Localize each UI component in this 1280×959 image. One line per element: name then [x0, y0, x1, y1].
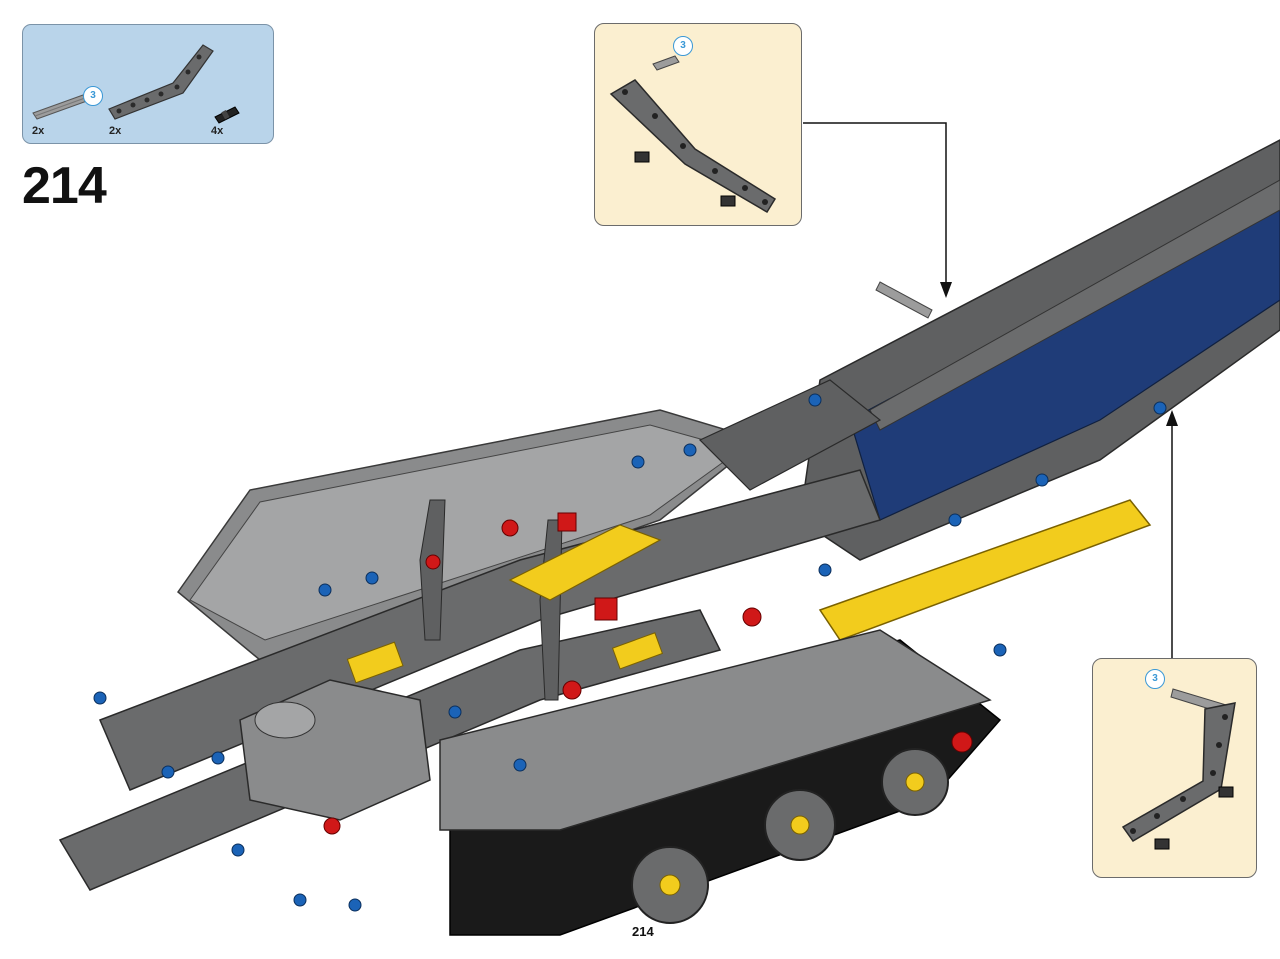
pin-part-icon: [214, 106, 240, 124]
axle-quantity: 2x: [32, 125, 45, 137]
yellow-beams: [346, 499, 1152, 684]
callout-top-badge: 3: [673, 36, 693, 56]
motor-unit: [239, 679, 431, 821]
callout-top-illustration: [609, 55, 777, 214]
callout-arrow-right: [1166, 410, 1178, 658]
callout-top: 3: [594, 23, 802, 226]
blue-pins: [93, 393, 1167, 912]
axle-callout-badge: 3: [83, 86, 103, 106]
page-number: 214: [630, 924, 656, 939]
protruding-axle: [875, 281, 933, 319]
boom-assembly: [698, 139, 1280, 561]
step-number: 214: [22, 157, 107, 215]
callout-right-illustration: [1121, 688, 1236, 850]
pin-quantity: 4x: [211, 125, 224, 137]
front-track-assembly: [439, 629, 1002, 936]
parts-list-illustration: [32, 44, 240, 124]
callout-right: 3: [1092, 658, 1257, 878]
callout-right-badge: 3: [1145, 669, 1165, 689]
bent-liftarm-quantity: 2x: [109, 125, 122, 137]
parts-list-box: 3 2x 2x 4x: [22, 24, 274, 144]
callout-arrow-top: [803, 122, 952, 298]
bent-liftarm-part-icon: [108, 44, 214, 120]
red-connectors: [323, 512, 973, 835]
